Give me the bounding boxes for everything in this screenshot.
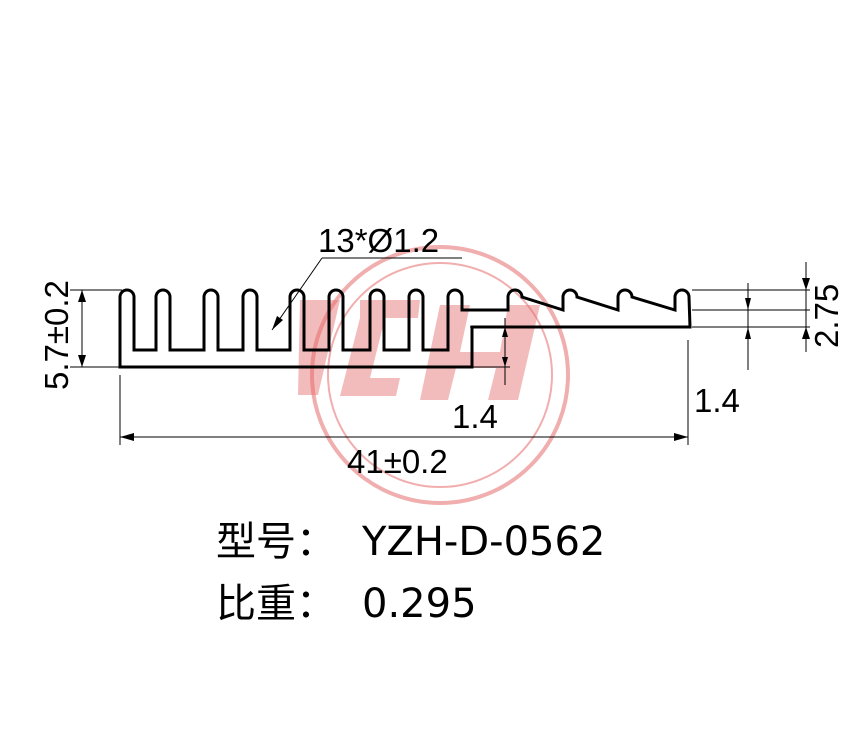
step-height-dimension (692, 262, 810, 352)
right-thickness-label: 1.4 (694, 382, 740, 419)
height-dimension (70, 289, 122, 368)
base-thickness-label: 1.4 (452, 398, 498, 435)
weight-label: 比重： (216, 581, 336, 627)
fin-diameter-leader (271, 257, 462, 331)
step-height-label: 2.75 (808, 284, 845, 348)
base-thickness-dimension (470, 318, 510, 385)
watermark-logo (298, 245, 570, 505)
width-label: 41±0.2 (347, 443, 448, 480)
right-thickness-dimension (745, 283, 751, 370)
heatsink-outline (118, 288, 692, 369)
height-label: 5.7±0.2 (38, 280, 75, 390)
weight-value: 0.295 (362, 581, 477, 627)
fin-count-diameter-label: 13*Ø1.2 (318, 222, 439, 259)
model-value: YZH-D-0562 (361, 519, 605, 565)
width-dimension (119, 340, 689, 445)
model-label: 型号： (216, 519, 336, 565)
